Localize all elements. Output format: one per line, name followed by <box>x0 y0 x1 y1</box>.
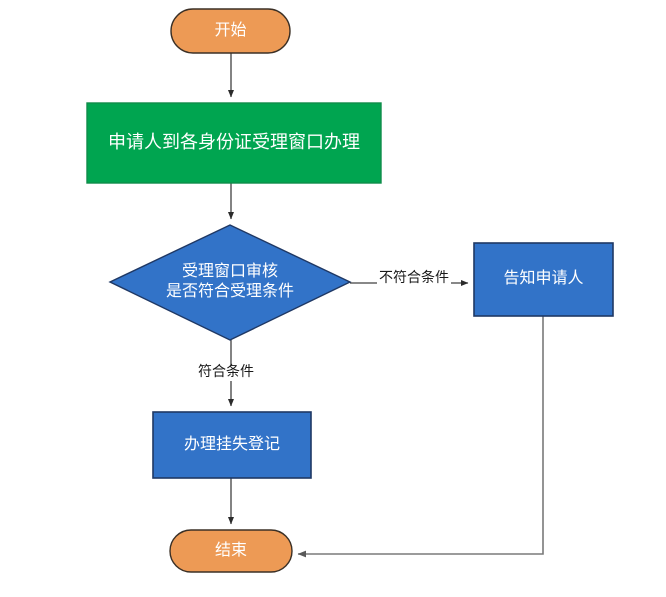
node-check-shape[interactable] <box>108 224 352 341</box>
node-apply-shape[interactable] <box>86 102 382 184</box>
connector-notify-to-end <box>297 316 544 558</box>
edge-label-not-qualified: 不符合条件 <box>377 271 451 287</box>
node-record-shape[interactable] <box>152 411 312 479</box>
edge-label-qualified: 符合条件 <box>196 365 256 381</box>
node-end-shape[interactable] <box>169 529 293 573</box>
node-start-shape[interactable] <box>170 8 291 54</box>
node-notify-shape[interactable] <box>473 242 614 317</box>
